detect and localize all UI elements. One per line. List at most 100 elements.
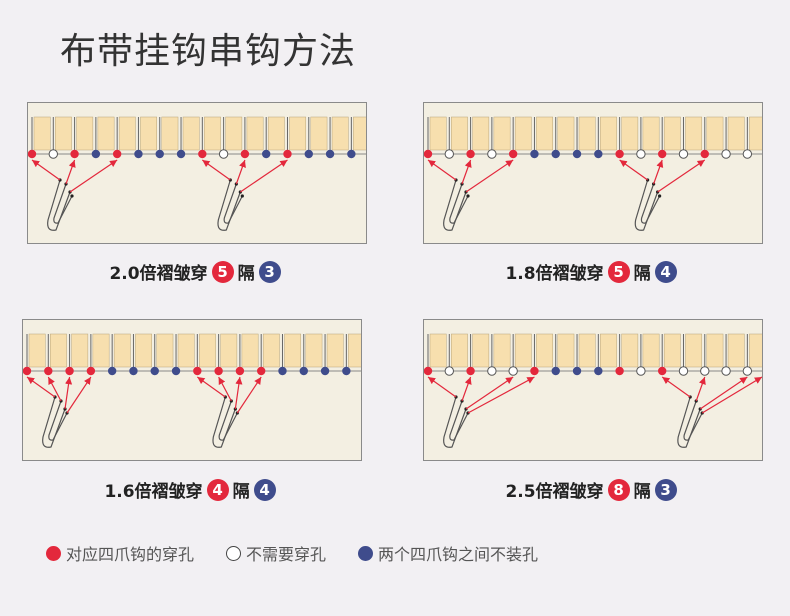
tape-pleat <box>182 116 200 151</box>
hole-dot <box>283 149 292 159</box>
pleat-diagram <box>424 116 762 231</box>
tape-pleat <box>685 333 703 368</box>
tape-pleat <box>76 116 94 151</box>
hole-dot <box>657 149 667 159</box>
tape-pleat <box>113 333 131 368</box>
tape-pleat <box>353 116 366 151</box>
hole-dot <box>134 149 143 159</box>
hole-dot <box>107 366 117 376</box>
hole-dot <box>235 366 245 376</box>
arrow <box>695 376 706 402</box>
hole-dot <box>320 366 330 376</box>
pleat-diagram <box>23 333 361 448</box>
hole-dot <box>444 366 454 376</box>
hole-dot <box>218 149 229 159</box>
hole-dot <box>299 366 308 376</box>
hook-icon <box>212 396 238 448</box>
diagram-panel-2x <box>27 102 367 244</box>
arrow <box>427 376 457 398</box>
skip-badge: 4 <box>654 260 677 283</box>
diagram-panel-1.6x <box>22 319 362 461</box>
tape-pleat <box>97 116 115 151</box>
hole-dot <box>721 366 731 376</box>
arrow <box>661 376 691 398</box>
tape-pleat <box>706 333 724 368</box>
red-dot-icon <box>46 545 61 561</box>
hole-dot <box>155 149 164 159</box>
tape-pleat <box>331 116 349 151</box>
hole-dot <box>86 366 96 376</box>
hole-dot <box>508 149 518 159</box>
tape-pleat <box>289 116 307 151</box>
tape-pleat <box>310 116 328 151</box>
hook-icon <box>443 179 469 231</box>
hole-dot <box>466 149 475 159</box>
arrow <box>699 376 748 410</box>
tape-pleat <box>451 333 468 368</box>
arrow <box>427 159 457 181</box>
hole-dot <box>112 149 122 159</box>
tape-pleat <box>749 333 762 368</box>
arrow <box>467 376 535 414</box>
tape-pleat <box>642 333 660 368</box>
tape-pleat <box>55 116 72 151</box>
tape-pleat <box>156 333 174 368</box>
hole-dot <box>91 149 101 159</box>
tape-pleat <box>472 116 490 151</box>
tape-pleat <box>493 333 511 368</box>
arrow <box>66 376 92 414</box>
hole-dot <box>23 366 32 376</box>
pleat-diagram <box>28 116 366 231</box>
legend-label: 不需要穿孔 <box>246 545 327 564</box>
tape-pleat <box>204 116 221 151</box>
hole-dot <box>70 149 79 159</box>
hole-dot <box>700 149 709 159</box>
hole-dot <box>150 366 159 376</box>
hook-tip <box>233 407 237 411</box>
arrow <box>619 159 648 181</box>
page-title: 布带挂钩串钩方法 <box>60 31 357 72</box>
tape-pleat <box>557 116 575 151</box>
tape-pleat <box>305 333 323 368</box>
arrow <box>218 376 232 402</box>
hole-dot <box>530 366 539 376</box>
tape-pleat <box>33 116 51 151</box>
hole-dot <box>487 366 497 376</box>
pass-badge: 5 <box>211 260 234 283</box>
caption-text: 1.8倍褶皱穿 <box>505 264 604 284</box>
hole-dot <box>304 149 313 159</box>
hole-dot <box>721 149 731 159</box>
tape-pleat <box>727 116 745 151</box>
arrow <box>65 159 76 185</box>
hole-dot <box>594 149 603 159</box>
hole-dot <box>214 366 223 376</box>
arrow <box>196 376 226 398</box>
legend-item-red: 对应四爪钩的穿孔 <box>46 541 194 565</box>
hook-tip <box>70 194 74 198</box>
hole-dot <box>171 366 181 376</box>
tape-pleat <box>514 116 532 151</box>
tape-pleat <box>493 116 511 151</box>
tape-pleat <box>177 333 195 368</box>
tape-pleat <box>536 333 553 368</box>
tape-pleat <box>92 333 110 368</box>
caption-text: 2.0倍褶皱穿 <box>109 264 208 284</box>
tape-pleat <box>578 116 596 151</box>
hook-tip <box>240 194 244 198</box>
hole-dot <box>636 366 646 376</box>
tape-pleat <box>472 333 490 368</box>
hole-dot <box>657 366 667 376</box>
hole-dot <box>65 366 74 376</box>
pass-badge: 5 <box>607 260 630 283</box>
hole-dot <box>551 366 560 376</box>
hole-dot <box>572 366 582 376</box>
tape-pleat <box>262 333 280 368</box>
skip-badge: 3 <box>654 478 677 501</box>
arrow <box>657 159 706 193</box>
hole-dot <box>261 149 271 159</box>
legend-label: 对应四爪钩的穿孔 <box>66 545 195 564</box>
tape-pleat <box>727 333 745 368</box>
hook-icon <box>217 179 243 231</box>
hook-tip <box>466 194 470 198</box>
arrow <box>701 376 762 414</box>
